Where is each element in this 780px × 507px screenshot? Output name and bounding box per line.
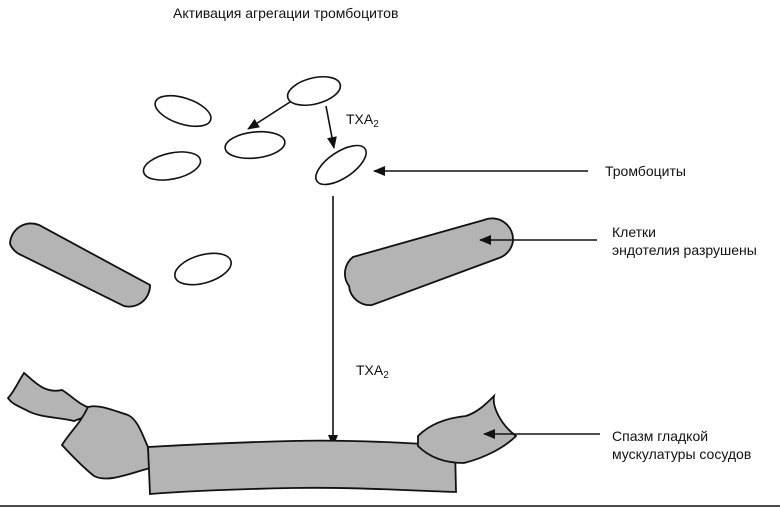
platelet-middle — [224, 130, 286, 160]
txa2-label-top: TXA2 — [346, 110, 379, 134]
smooth-muscle-right-cell — [417, 393, 518, 464]
endothelial-cell-left — [9, 222, 151, 308]
smooth-muscle-main-cell — [147, 439, 457, 495]
smooth-muscle-fragment-1 — [6, 371, 92, 422]
smooth-muscle-label-line2: мускулатуры сосудов — [612, 446, 752, 462]
smooth-muscle-fragment-2 — [60, 405, 151, 480]
arrow-to-platelet-activated — [325, 105, 337, 149]
endothelium-label-line1: Клетки — [612, 224, 657, 240]
platelet-top — [286, 75, 342, 107]
endothelium-label: Клетки эндотелия разрушены — [612, 223, 757, 259]
platelet-left-bottom — [142, 151, 202, 181]
endothelium-label-line2: эндотелия разрушены — [612, 242, 757, 258]
smooth-muscle-spasm-label: Спазм гладкой мускулатуры сосудов — [612, 427, 751, 463]
diagram-title: Активация агрегации тромбоцитов — [173, 5, 399, 21]
txa2-label-vertical: TXA2 — [356, 361, 389, 385]
txa2-label-top-base: TXA — [346, 111, 374, 127]
platelet-activated — [315, 144, 367, 186]
smooth-muscle-label-line1: Спазм гладкой — [612, 428, 709, 444]
txa2-label-vertical-subscript: 2 — [383, 370, 389, 381]
txa2-label-vertical-base: TXA — [356, 362, 384, 378]
platelets-label: Тромбоциты — [605, 163, 686, 179]
platelet-between-cells — [174, 252, 232, 286]
txa2-label-top-subscript: 2 — [373, 119, 379, 130]
platelet-left-top — [154, 94, 212, 128]
endothelial-cell-right — [344, 217, 514, 306]
arrow-to-platelet-middle — [247, 101, 291, 130]
